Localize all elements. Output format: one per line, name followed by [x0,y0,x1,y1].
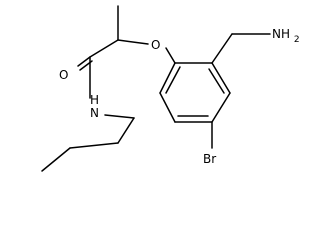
atom-label-amine: NH 2 [272,27,300,45]
bond-lines [41,5,271,172]
ring-bond-5 [159,92,176,123]
bond-ether-o-ring [165,47,176,64]
chemical-structure: O O N H NH 2 Br [41,5,300,172]
ring-bond-3 [211,92,231,123]
bond-butyl-2 [117,117,135,144]
bond-carbonyl-double-a [77,56,91,67]
bond-n-butyl [104,114,135,119]
ring-bond-2 [211,62,231,94]
atom-label-oxygen-ether: O [151,38,160,52]
bond-alpha-ether-o [117,39,149,45]
atom-label-bromine: Br [203,152,216,166]
amine-subscript: 2 [294,35,300,45]
ring-bond-6 [159,62,176,94]
ring-double-2 [208,68,225,94]
atom-label-nitrogen-amide: N [90,106,99,120]
atom-label-hydrogen-amide: H [90,93,99,107]
bond-ring-ch2 [211,33,233,64]
amine-nh: NH [272,27,290,41]
bond-butyl-3 [69,142,119,149]
atom-labels: O O N H NH 2 Br [59,27,300,166]
bond-butyl-4 [41,147,71,172]
atom-label-oxygen-carbonyl: O [59,68,68,82]
bond-alpha-carbonyl [89,39,119,58]
ring-double-1 [165,66,181,94]
